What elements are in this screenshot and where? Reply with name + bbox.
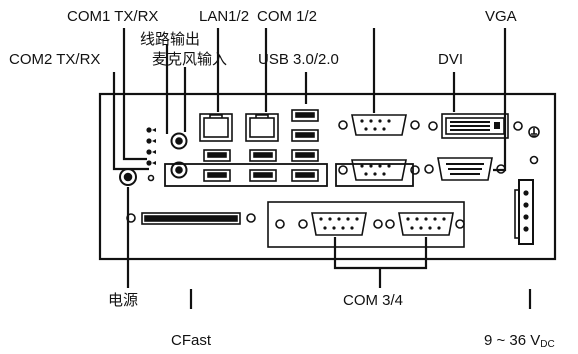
com34-plate [267,201,465,248]
label-dvi: DVI [438,51,464,68]
screw-hole-icon [529,155,539,165]
label-dc-voltage: 9 ~ 36 V [484,332,541,349]
label-com34: COM 3/4 [343,292,404,309]
status-led-icon [147,174,155,182]
label-usb: USB 3.0/2.0 [258,51,339,68]
callout-lines [112,28,532,309]
label-vga: VGA [485,8,517,25]
label-line-out: 线路输出 [140,31,201,48]
lan2-port-icon [245,113,279,142]
com2-port-icon [338,159,420,181]
usb-group-bracket [164,163,328,187]
lan1-port-icon [199,113,233,142]
label-dc-input: 9 ~ 36 VDC [484,332,555,350]
ground-icon [528,126,540,138]
label-dc-subscript: DC [540,339,555,350]
line-out-jack-icon [170,132,188,150]
label-cfast: CFast [171,332,212,349]
dc-terminal-block-icon [514,179,534,245]
com12-group-bracket [335,163,414,187]
label-lan: LAN1/2 [199,8,250,25]
vga-port-icon [424,157,506,181]
label-com2-txrx: COM2 TX/RX [9,51,101,68]
usb-ports-icon [203,109,319,182]
label-com1-txrx: COM1 TX/RX [67,8,159,25]
label-com12: COM 1/2 [257,8,318,25]
label-power: 电源 [108,292,139,309]
mic-in-jack-icon [170,161,188,179]
label-mic-in: 麦克风输入 [152,51,228,68]
led-indicators [146,127,156,166]
com1-port-icon [338,114,420,136]
